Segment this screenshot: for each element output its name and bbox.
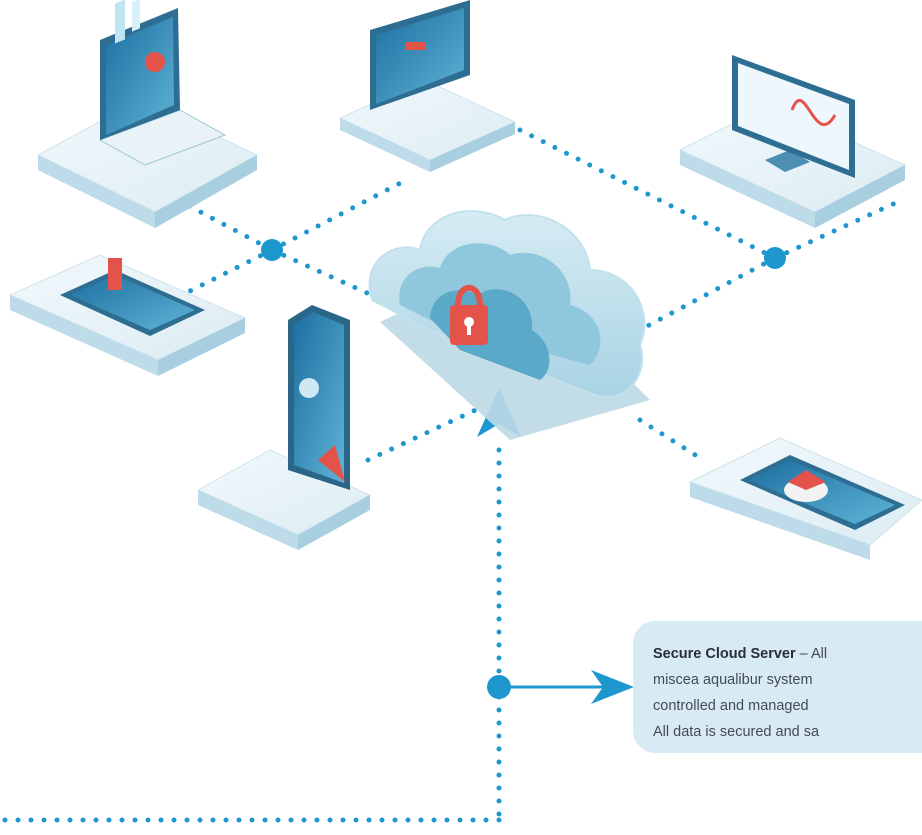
callout-box: Secure Cloud Server – All miscea aqualib… [633, 621, 922, 753]
connector-lines [0, 127, 905, 823]
laptop-icon [36, 0, 259, 228]
hub-node-left [261, 239, 283, 261]
callout-line-2: miscea aqualibur system [653, 672, 813, 688]
callout-line-1: Secure Cloud Server – All [653, 641, 922, 667]
desktop-chart-icon [678, 55, 907, 228]
callout-title: Secure Cloud Server [653, 646, 796, 662]
callout-arrow [499, 670, 634, 704]
hub-node-right [764, 247, 786, 269]
lock-icon [450, 284, 488, 345]
tablet-icon [8, 254, 247, 376]
monitor-icon [338, 0, 517, 172]
smartphone-icon [196, 305, 372, 550]
callout-line-4: All data is secured and sa [653, 724, 820, 740]
phone-alert-icon [688, 437, 922, 560]
callout-dash-text: – All [795, 646, 828, 662]
cloud-lock-icon [368, 210, 650, 440]
callout-line-3: controlled and managed [653, 698, 809, 714]
